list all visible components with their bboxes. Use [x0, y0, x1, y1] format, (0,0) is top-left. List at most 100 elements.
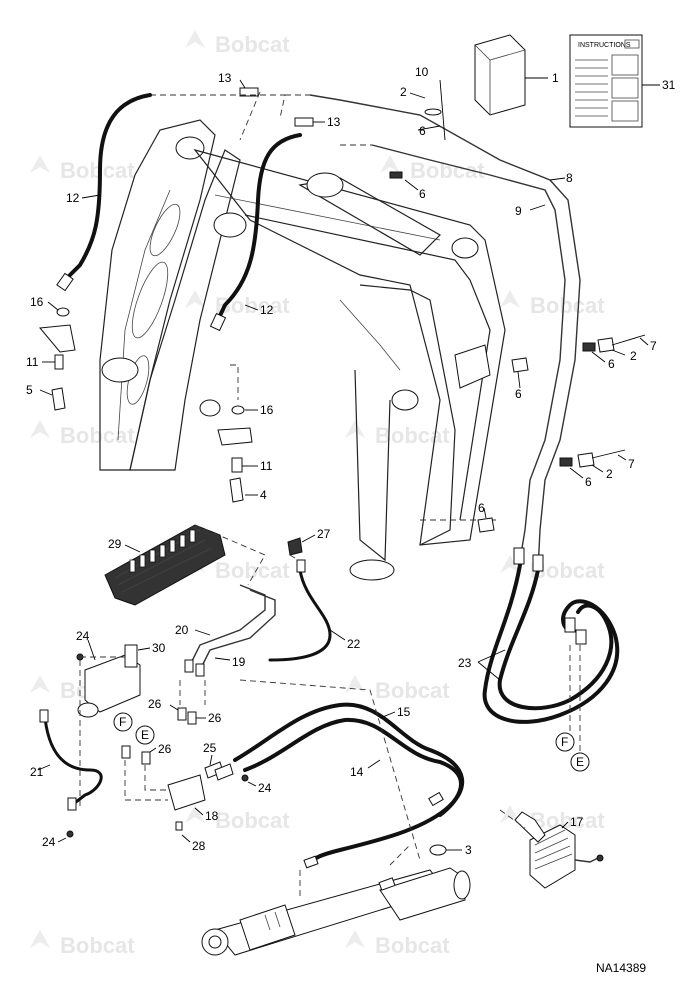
callout-2: 2 — [400, 85, 407, 99]
watermark-text: Bobcat — [215, 293, 290, 318]
clamp-set-top: 10 2 6 6 — [389, 65, 446, 201]
fitting-13-upper — [239, 87, 259, 97]
watermark-text: Bobcat — [375, 678, 450, 703]
watermark-text: Bobcat — [60, 933, 135, 958]
callout-13: 13 — [218, 71, 232, 85]
fitting-27 — [287, 537, 303, 556]
callout-25: 25 — [203, 741, 217, 755]
callout-21: 21 — [30, 765, 44, 779]
callout-26: 26 — [158, 742, 172, 756]
callout-26: 26 — [208, 711, 222, 725]
tubes-19-20: 20 19 — [175, 524, 276, 677]
valve-block-30: 30 24 — [76, 629, 166, 810]
watermark-logo-icon — [30, 155, 50, 173]
callout-27: 27 — [317, 527, 331, 541]
tubes-8-9: 8 9 — [285, 94, 581, 571]
reference-e-right — [570, 752, 590, 772]
callout-6: 6 — [608, 357, 615, 371]
boom-cylinder-head — [306, 172, 344, 198]
callout-4: 4 — [260, 488, 267, 502]
callout-14: 14 — [350, 765, 364, 779]
callout-16: 16 — [260, 403, 274, 417]
callout-24: 24 — [42, 835, 56, 849]
manifold-18 — [167, 774, 206, 811]
reference-e-label: E — [141, 728, 149, 742]
watermark-logo-icon — [185, 290, 205, 308]
callout-18: 18 — [205, 809, 219, 823]
watermark-logo-icon — [185, 805, 205, 823]
cylinder-mount-left — [101, 357, 139, 383]
callout-6: 6 — [478, 501, 485, 515]
fittings-26-25: 26 26 26 25 18 24 28 — [121, 680, 272, 853]
callout-3: 3 — [465, 843, 472, 857]
reference-circles-right: F E — [555, 732, 590, 772]
clamp-set-lower-right: 6 2 7 6 — [477, 449, 635, 533]
callout-24: 24 — [258, 781, 272, 795]
callout-6: 6 — [515, 387, 522, 401]
callout-6: 6 — [419, 124, 426, 138]
joystick-17: 17 — [499, 809, 604, 889]
fittings-left: 16 11 5 — [26, 295, 76, 411]
reference-e-left — [135, 725, 155, 745]
callout-30: 30 — [152, 641, 166, 655]
callout-11: 11 — [260, 459, 273, 473]
watermark-text: Bobcat — [530, 808, 605, 833]
callout-7: 7 — [650, 339, 657, 353]
callout-11: 11 — [26, 355, 39, 369]
callout-20: 20 — [175, 623, 189, 637]
watermark-text: Bobcat — [60, 423, 135, 448]
reference-f-right — [555, 732, 575, 752]
callout-12: 12 — [66, 191, 80, 205]
reference-circles-left: F E — [113, 712, 155, 745]
watermark-logo-icon — [345, 930, 365, 948]
watermark-logo-icon — [30, 420, 50, 438]
hoses-14-15: 15 14 — [233, 679, 465, 900]
boom-pivot-bushing — [213, 212, 247, 238]
watermark-logo-icon — [500, 555, 520, 573]
watermark-logo-icon — [500, 805, 520, 823]
callout-9: 9 — [515, 204, 522, 218]
callout-6: 6 — [419, 187, 426, 201]
part-instructions-sheet: INSTRUCTIONS 31 — [569, 34, 676, 128]
callout-6: 6 — [585, 475, 592, 489]
arm-base-pivot — [349, 559, 395, 581]
drawing-number: NA14389 — [596, 961, 646, 975]
watermark-logo-icon — [345, 675, 365, 693]
callout-2: 2 — [606, 467, 613, 481]
reference-e-label: E — [576, 755, 584, 769]
watermark-text: Bobcat — [60, 158, 135, 183]
callout-10: 10 — [415, 65, 429, 79]
callout-22: 22 — [347, 637, 361, 651]
mounting-bracket — [454, 344, 491, 389]
reference-f-left — [113, 712, 133, 732]
hoses-12: 12 12 — [56, 93, 302, 332]
callout-24: 24 — [76, 629, 90, 643]
hose-22: 27 22 — [268, 527, 361, 662]
fittings-right: 16 11 4 — [217, 364, 274, 503]
callout-31: 31 — [662, 78, 676, 92]
clamp-set-upper-right: 6 2 7 6 — [511, 334, 657, 401]
hose-21: 21 24 — [30, 709, 103, 849]
watermark-text: Bobcat — [530, 293, 605, 318]
watermark-logo-icon — [380, 155, 400, 173]
callout-28: 28 — [192, 839, 206, 853]
callout-23: 23 — [458, 656, 472, 670]
callout-12: 12 — [260, 303, 274, 317]
hoses-23: 23 — [458, 547, 620, 755]
callout-26: 26 — [148, 697, 162, 711]
callout-15: 15 — [397, 705, 411, 719]
watermark-logo-icon — [500, 290, 520, 308]
callout-8: 8 — [566, 171, 573, 185]
valve-bank: 29 — [104, 524, 226, 606]
arm-frame — [193, 148, 506, 581]
callout-13: 13 — [327, 115, 341, 129]
watermark-logo-icon — [185, 30, 205, 48]
watermark-logo-icon — [30, 675, 50, 693]
instructions-label: INSTRUCTIONS — [578, 42, 631, 49]
watermark-text: Bobcat — [375, 423, 450, 448]
reference-f-label: F — [561, 735, 568, 749]
callout-1: 1 — [552, 71, 559, 85]
callout-19: 19 — [232, 655, 246, 669]
watermark-logo-icon — [345, 420, 365, 438]
